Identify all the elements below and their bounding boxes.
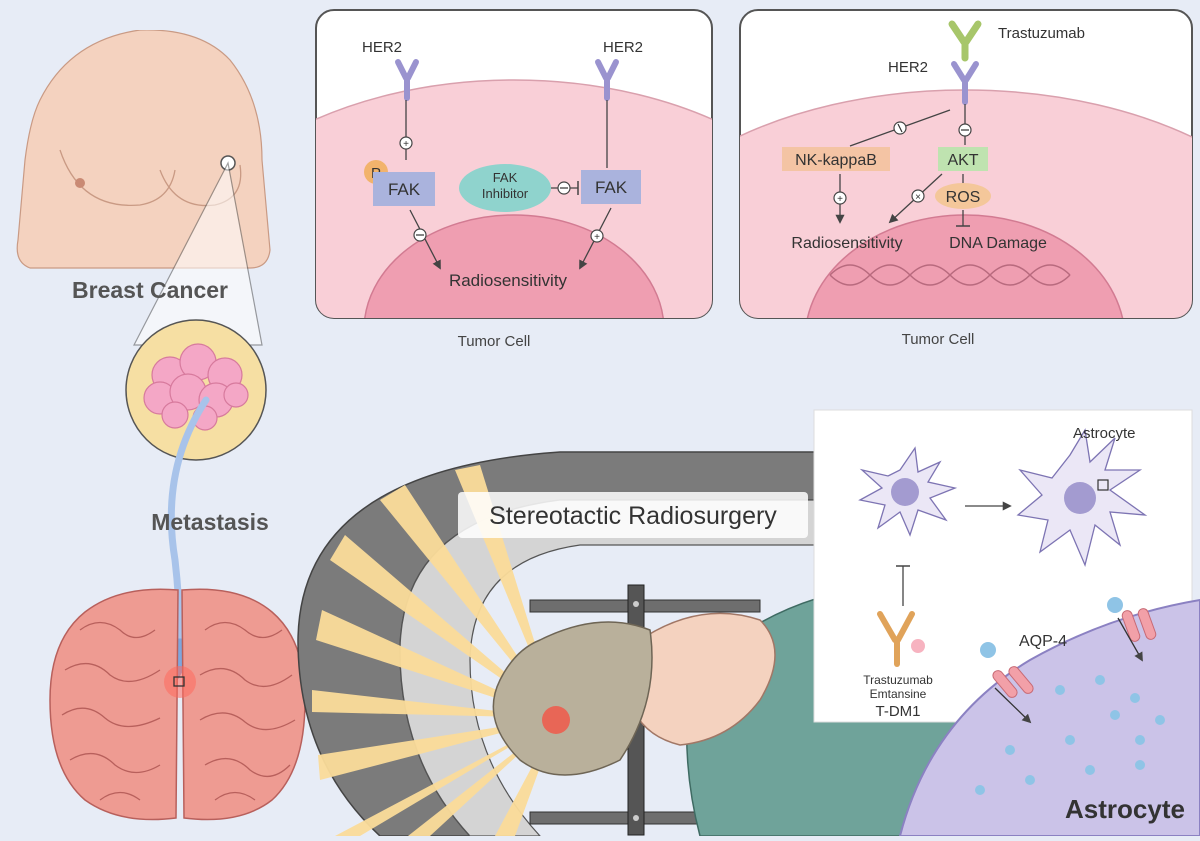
svg-text:×: × bbox=[915, 192, 921, 203]
aqp4-channels bbox=[992, 608, 1157, 698]
patient-face bbox=[629, 612, 776, 746]
akt-label: AKT bbox=[947, 152, 978, 169]
aqp4-label: AQP-4 bbox=[1019, 633, 1067, 650]
dna-damage-label: DNA Damage bbox=[949, 235, 1047, 252]
her2-receptor-right bbox=[595, 59, 619, 101]
fak-inhibitor-oval bbox=[459, 164, 551, 212]
trastuzumab-label: Trastuzumab bbox=[998, 25, 1085, 42]
brain-illustration bbox=[49, 588, 306, 821]
tdm1-antibody bbox=[877, 611, 915, 667]
fak-right-label: FAK bbox=[595, 178, 628, 197]
astrocyte-label: Astrocyte bbox=[1073, 425, 1136, 442]
tumor-zoom bbox=[125, 319, 267, 461]
tdm1-payload bbox=[911, 639, 925, 653]
breast-cancer-label: Breast Cancer bbox=[72, 277, 228, 303]
svg-text:+: + bbox=[594, 232, 600, 243]
fak-panel-caption: Tumor Cell bbox=[458, 333, 531, 350]
her2-receptor-akt bbox=[951, 61, 979, 105]
fak-left-box bbox=[373, 172, 435, 206]
srs-title: Stereotactic Radiosurgery bbox=[489, 502, 777, 530]
astrocyte-panel: Astrocyte AQP-4 Astrocyte Trastuz bbox=[813, 409, 1200, 837]
fak-panel: HER2 + P FAK HER2 FAK Inhibitor FAK bbox=[315, 9, 713, 319]
akt-radiosensitivity-label: Radiosensitivity bbox=[791, 235, 902, 252]
her2-right-label: HER2 bbox=[603, 39, 643, 56]
metastasis-label: Metastasis bbox=[151, 509, 269, 535]
fak-inhibitor-line1: FAK bbox=[493, 170, 518, 185]
fak-inhibitor-line2: Inhibitor bbox=[482, 186, 529, 201]
nipple-left bbox=[75, 178, 85, 188]
tdm1-line2: Emtansine bbox=[870, 687, 927, 701]
her2-left-label: HER2 bbox=[362, 39, 402, 56]
svg-text:+: + bbox=[837, 194, 843, 205]
nfkb-box bbox=[782, 147, 890, 171]
metastasis-arrow bbox=[159, 396, 210, 681]
astrocyte-membrane bbox=[898, 598, 1200, 837]
tdm1-short: T-DM1 bbox=[876, 703, 921, 720]
nfkb-label: NK-kappaB bbox=[795, 152, 877, 169]
radiation-target bbox=[542, 706, 570, 734]
patient-hair bbox=[492, 621, 653, 776]
fak-radiosensitivity-label: Radiosensitivity bbox=[449, 271, 568, 290]
trastuzumab-antibody bbox=[948, 20, 982, 62]
astrocyte-resting bbox=[858, 446, 958, 537]
astrocyte-big-label: Astrocyte bbox=[1065, 794, 1185, 824]
fak-right-box bbox=[581, 170, 641, 204]
tdm1-line1: Trastuzumab bbox=[863, 673, 933, 687]
akt-box bbox=[938, 147, 988, 171]
fak-left-label: FAK bbox=[388, 180, 421, 199]
ros-label: ROS bbox=[946, 189, 981, 206]
her2-receptor-left bbox=[395, 59, 419, 101]
astrocyte-activated bbox=[1016, 428, 1148, 568]
her2-label-akt: HER2 bbox=[888, 59, 928, 76]
akt-panel: Trastuzumab HER2 NK-kappaB + AKT × ROS R… bbox=[739, 9, 1193, 319]
svg-text:+: + bbox=[403, 139, 409, 150]
ros-oval bbox=[935, 183, 991, 209]
akt-panel-caption: Tumor Cell bbox=[902, 331, 975, 348]
